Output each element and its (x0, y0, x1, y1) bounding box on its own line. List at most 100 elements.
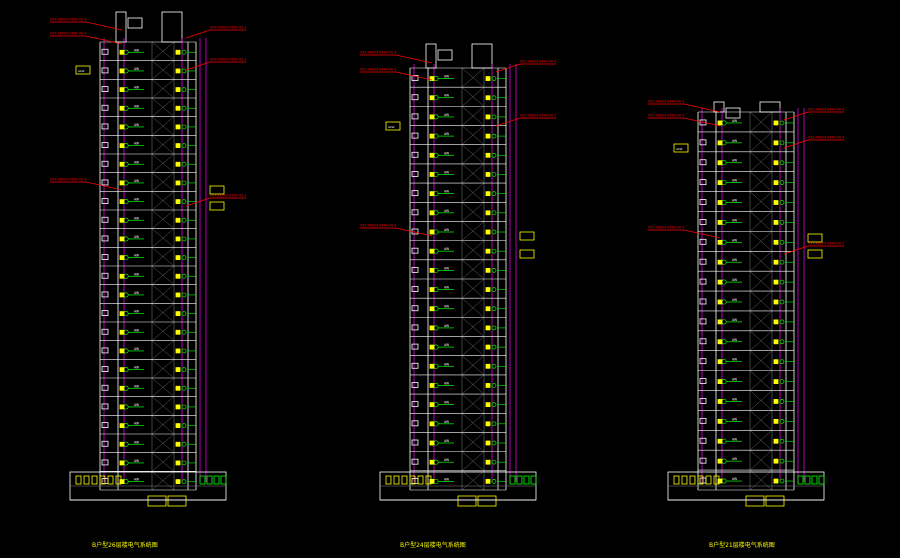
floor-number-box (101, 86, 109, 92)
core-hatch (151, 97, 175, 117)
distribution-box (429, 267, 435, 273)
panel-tag-left: AW (134, 179, 140, 183)
floor-number-box (411, 209, 419, 216)
distribution-box-right (175, 180, 181, 186)
panel-tag-left: AW (444, 75, 450, 79)
meter-symbol-right (779, 319, 785, 325)
panel-tag-left: AW (444, 209, 450, 213)
floor-number-box (101, 104, 109, 111)
distribution-box-right (175, 236, 181, 242)
meter-symbol-right (181, 460, 187, 466)
callout-leader (185, 197, 211, 207)
basement-panel (83, 475, 90, 485)
meter-symbol-right (181, 479, 187, 484)
core-hatch (461, 470, 485, 491)
core-hatch (151, 153, 175, 173)
core-hatch (749, 350, 773, 371)
callout-label: XXX-XXXXX-XXXX-XX.4 (648, 100, 684, 104)
callout-label: XXX-XXXXX-XXXX-XX.4 (808, 242, 844, 246)
distribution-box (717, 379, 723, 384)
callout-label: XXX-XXXXX-XXXX-XX.4 (360, 68, 396, 72)
callout-label: XXX-XXXXX-XXXX-XX.4 (808, 108, 844, 112)
floor-number-box (101, 48, 109, 55)
distribution-box (717, 418, 723, 424)
main-panel-label-2 (765, 495, 785, 507)
callout-label: XXX-XXXXX-XXXX-XX.4 (648, 114, 684, 118)
distribution-box (119, 385, 125, 391)
meter-symbol-right (181, 385, 187, 391)
panel-tag-left: AW (134, 422, 140, 426)
distribution-box-right (773, 279, 779, 285)
distribution-box (119, 255, 125, 261)
distribution-box (429, 76, 435, 81)
core-hatch (749, 171, 773, 192)
distribution-box (429, 229, 435, 235)
core-hatch (461, 182, 485, 203)
panel-tag-left: AW (444, 477, 450, 481)
panel-tag-left: AW (444, 190, 450, 194)
panel-tag-left: AW (444, 401, 450, 405)
panel-tag-left: AW (134, 48, 140, 52)
floor-number-box (699, 199, 707, 205)
meter-symbol-right (181, 423, 187, 428)
meter-symbol-right (181, 87, 187, 92)
distribution-box (429, 440, 435, 446)
distribution-box (119, 423, 125, 429)
basement-panel (393, 475, 400, 485)
basement-panel (75, 475, 82, 485)
distribution-box (429, 325, 435, 331)
core-hatch (151, 321, 175, 341)
basement-panel (417, 475, 424, 485)
basement-panel (401, 475, 408, 485)
core-hatch (461, 240, 485, 260)
core-hatch (151, 41, 175, 61)
panel-tag-left: AW (444, 381, 450, 385)
distribution-box (119, 367, 125, 373)
meter-symbol-right (491, 383, 497, 388)
floor-number-box (411, 266, 419, 273)
floor-number-box (101, 254, 109, 261)
distribution-box-right (485, 172, 491, 177)
basement-panel (689, 475, 696, 485)
panel-tag-left: AW (732, 119, 738, 123)
core-hatch (461, 163, 485, 184)
basement-meter (199, 475, 206, 485)
basement-meter (818, 475, 825, 485)
callout-label: XXX-XXXXX-XXXX-XX.4 (520, 60, 556, 64)
tag-box-left (385, 121, 401, 131)
tag-box-text: ALW (676, 147, 682, 151)
tag-box-right-2 (519, 249, 535, 259)
panel-tag-left: AW (134, 123, 140, 127)
panel-tag-left: AW (444, 228, 450, 232)
core-hatch (461, 413, 485, 433)
distribution-box-right (773, 120, 779, 126)
panel-tag-left: AW (134, 235, 140, 239)
meter-symbol-right (779, 478, 785, 484)
core-hatch (749, 231, 773, 252)
basement-meter (811, 475, 818, 485)
meter-symbol-right (779, 259, 785, 265)
meter-symbol-right (181, 124, 187, 130)
core-hatch (461, 432, 485, 452)
distribution-box (119, 217, 125, 223)
meter-symbol-right (779, 180, 785, 185)
meter-symbol-right (181, 441, 187, 447)
distribution-box (717, 319, 723, 325)
distribution-box-right (175, 217, 181, 223)
distribution-box (429, 210, 435, 216)
meter-symbol-right (491, 363, 497, 369)
distribution-box-right (773, 200, 779, 205)
riser-diagram-1: AWAWAWAWAWAWAWAWAWAWAWAWAWAWAWAWAWAWAWAW… (50, 11, 246, 507)
distribution-box (717, 200, 723, 205)
distribution-box (429, 172, 435, 177)
caption-drawing-3: B户型21层楼电气系统图 (709, 542, 775, 549)
core-hatch (151, 452, 175, 472)
distribution-box (119, 329, 125, 335)
core-hatch (151, 396, 175, 416)
core-hatch (151, 415, 175, 435)
meter-symbol-right (779, 339, 785, 345)
callout-leader (495, 63, 521, 73)
floor-number-box (101, 123, 109, 130)
callout-leader (683, 103, 721, 113)
floor-number-box (411, 420, 419, 427)
